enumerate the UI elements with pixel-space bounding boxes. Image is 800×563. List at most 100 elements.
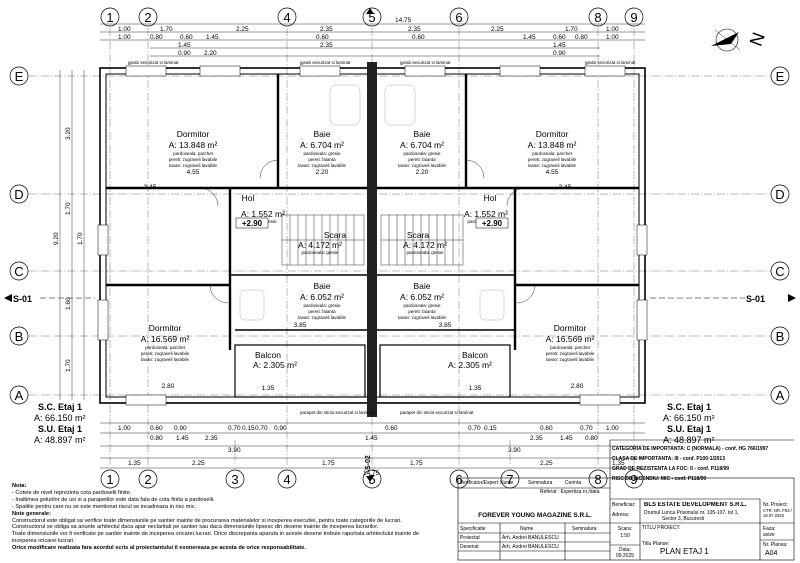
grid-label-top-2: 2 — [144, 10, 151, 25]
note-line: Orice modificare realizata fara acordul … — [12, 545, 306, 552]
top-dims-row4: 0.90 2.20 0.90 — [178, 50, 566, 57]
dim: 0.60 — [150, 425, 163, 432]
summary-label: S.C. Etaj 1 — [38, 402, 82, 412]
dim: 1.00 — [606, 26, 619, 33]
project-no: CTR. NR. F83 / 18.07.2025 — [763, 508, 792, 518]
finish-note: tavan: zugraveli lavabile — [298, 163, 347, 168]
dim: 1.35 — [128, 460, 141, 467]
dim: 4.55 — [546, 169, 559, 176]
finish-note: tavan: zugraveli lavabile — [528, 163, 577, 168]
dim: 2.25 — [236, 26, 249, 33]
dim: 1.45 — [560, 435, 573, 442]
finish-note: pereti: faianta — [308, 309, 336, 314]
dim: 0.70 — [255, 425, 268, 432]
grid-label-right-E: E — [776, 69, 785, 84]
room-name: Dormitor — [554, 323, 587, 333]
note-line: Constructorul se obliga sa anunte arhite… — [12, 524, 379, 531]
dim: 1.70 — [65, 359, 72, 372]
parapet-label: parapet din sticla securizat si laminat — [300, 410, 374, 415]
grid-bubbles-top: 1 2 4 5 6 8 9 — [100, 7, 644, 27]
top-dims-row3: 1.45 2.35 1.45 — [178, 42, 566, 49]
dim: 2.20 — [316, 169, 329, 176]
beneficiary: BLS ESTATE DEVELOPMENT S.R.L. — [644, 502, 747, 508]
room-area: A: 6.704 m² — [400, 140, 444, 150]
level-mark: +2.90 — [242, 219, 263, 228]
plan-no-label: Nr. Plansa: — [763, 542, 788, 548]
dim: 0.60 — [540, 425, 553, 432]
finish-note: pardoseala: parchet — [550, 345, 591, 350]
grid-label-top-6: 6 — [455, 10, 462, 25]
room-name: Dormitor — [536, 129, 569, 139]
summary-area: A: 66.150 m² — [34, 413, 86, 423]
notes-title: Nota: — [12, 483, 27, 489]
dim: 1.35 — [612, 460, 625, 467]
grid-label-bottom-3: 3 — [231, 472, 238, 487]
room-name: Baie — [413, 129, 430, 139]
dim: 3.90 — [508, 447, 521, 454]
phase-label: Faza: — [763, 526, 776, 532]
grid-label-bottom-2: 2 — [144, 472, 151, 487]
finish-note: pardoseala: parchet — [145, 345, 186, 350]
dim: 1.75 — [322, 460, 335, 467]
stair-treads — [281, 214, 464, 266]
dim: 3.85 — [439, 322, 452, 329]
finish-note: pereti: zugraveli lavabile — [141, 351, 190, 356]
room-area: A: 16.569 m² — [141, 334, 190, 344]
dim: 1.45 — [365, 435, 378, 442]
room-name: Baie — [313, 129, 330, 139]
room-area: A: 4.172 m² — [298, 240, 342, 250]
general-notes: Nota: - Cotele de nivel reprezinta cota … — [12, 483, 457, 552]
dim: 2.25 — [192, 460, 205, 467]
grid-label-left-C: C — [14, 264, 23, 279]
room-area: A: 4.172 m² — [403, 240, 447, 250]
grid-label-top-4: 4 — [283, 10, 290, 25]
dim: 2.35 — [205, 435, 218, 442]
plan-no: A04 — [765, 550, 778, 557]
section-marker-vertical: S-02 — [365, 8, 374, 482]
section-label: S-02 — [365, 455, 372, 470]
dim: 0.70 — [468, 425, 481, 432]
finish-note: pereti: zugraveli lavabile — [546, 351, 595, 356]
spec-label: Specificatie — [460, 526, 486, 532]
note-line: Constructorul este obligat sa verifice t… — [12, 517, 402, 524]
room-name: Balcon — [462, 350, 488, 360]
finish-note: tavan: zugraveli lavabile — [141, 357, 190, 362]
note-heading: Note generale: — [12, 510, 51, 517]
dim: 3.45 — [559, 184, 572, 191]
room-name: Hol — [242, 193, 255, 203]
left-dimension-lines — [59, 70, 85, 400]
dim: 1.45 — [178, 42, 191, 49]
room-name: Scara — [407, 230, 429, 240]
finish-note: pereti: faianta — [408, 309, 436, 314]
dim: 0.90 — [274, 425, 287, 432]
section-label: S-01 — [13, 294, 32, 304]
finish-note: pardoseala: parchet — [532, 151, 573, 156]
title-block-frame — [457, 439, 795, 561]
door-swings — [199, 159, 536, 304]
address-line-1: Drumul Lunca Prisonului nr. 105-107, lot… — [644, 510, 739, 516]
summary-area: A: 48.897 m² — [34, 435, 86, 445]
bottom-dims-row4: 1.35 2.25 1.75 1.75 2.25 1.35 — [128, 460, 625, 467]
dim: 0.80 — [585, 435, 598, 442]
address-label: Adresa: — [612, 512, 630, 518]
top-dims-row1: 1.00 1.70 2.25 2.35 2.35 2.25 1.70 1.00 — [118, 26, 619, 33]
referat-label: Referat : Expertiza nr./data — [540, 489, 600, 495]
grid-label-bottom-9: 9 — [630, 472, 637, 487]
dim: 2.35 — [408, 26, 421, 33]
finish-note: tavan: zugraveli lavabile — [298, 315, 347, 320]
grid-label-left-D: D — [14, 187, 23, 202]
dim: 1.45 — [176, 435, 189, 442]
dim: 0.60 — [180, 34, 193, 41]
designer-label: Proiectat — [460, 535, 480, 541]
grid-label-top-9: 9 — [630, 10, 637, 25]
summary-area: A: 66.150 m² — [663, 413, 715, 423]
drawn-by: Arh. Andrei BANULESCU — [502, 544, 559, 550]
dim: 0.60 — [385, 425, 398, 432]
phase: avize — [763, 532, 775, 538]
dim: 1.00 — [118, 26, 131, 33]
dim: 0.90 — [178, 50, 191, 57]
dim: 2.20 — [416, 169, 429, 176]
top-total-dim: 14.75 — [395, 17, 412, 24]
project-no-label: Nr. Proiect: — [763, 502, 788, 508]
